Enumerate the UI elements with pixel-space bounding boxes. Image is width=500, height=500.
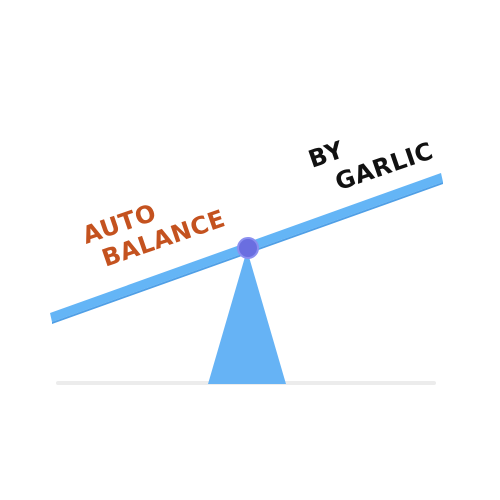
fulcrum	[208, 250, 286, 384]
pivot-icon	[237, 237, 259, 259]
